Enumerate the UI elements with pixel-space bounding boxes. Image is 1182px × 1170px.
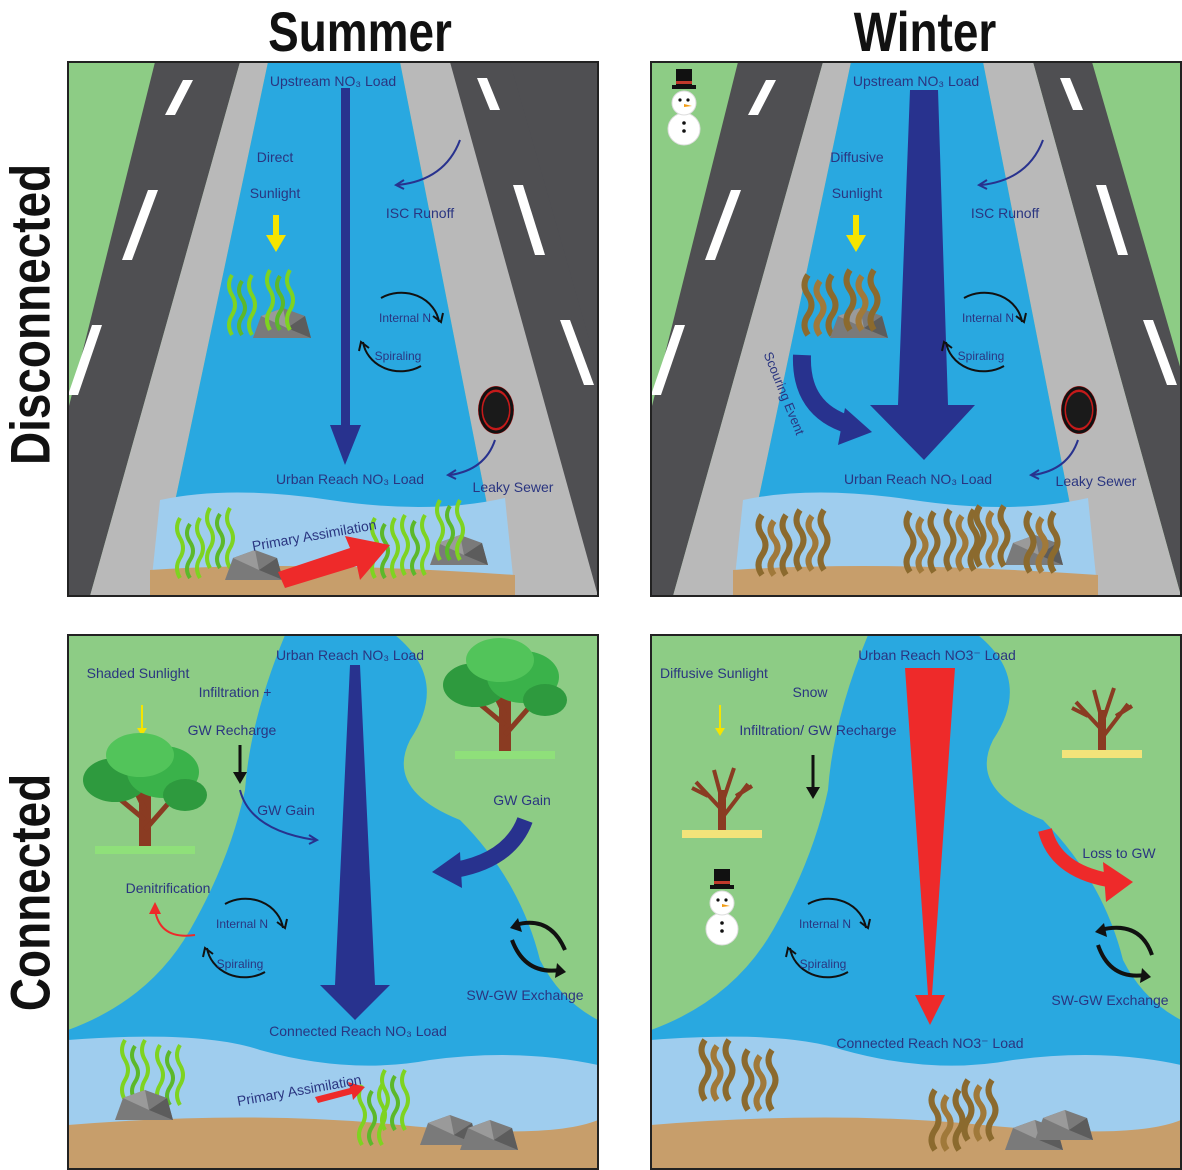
sc-spiral-label-1: Internal N	[216, 917, 268, 931]
panel-winter-disconnected: Upstream NO₃ Load Diffusive Sunlight ISC…	[650, 61, 1182, 597]
sc-exchange-label: SW-GW Exchange	[466, 987, 583, 1003]
wc-sunlight-label: Diffusive Sunlight	[660, 665, 768, 681]
wd-sunlight-label-1: Diffusive	[830, 149, 884, 165]
panel-summer-connected: Urban Reach NO₃ Load Shaded Sunlight Inf…	[67, 634, 599, 1170]
wd-spiral-label-1: Internal N	[962, 311, 1014, 325]
wd-upstream-label: Upstream NO₃ Load	[853, 73, 979, 89]
wc-top-load-label: Urban Reach NO3⁻ Load	[858, 647, 1016, 663]
summer-title: Summer	[268, 0, 452, 63]
panel-summer-disconnected: Upstream NO₃ Load Direct Sunlight ISC Ru…	[67, 61, 599, 597]
wc-spiral-label-2: Spiraling	[800, 957, 847, 971]
wc-bottom-load-label: Connected Reach NO3⁻ Load	[836, 1035, 1023, 1051]
wc-spiral-label-1: Internal N	[799, 917, 851, 931]
wd-sewer-label: Leaky Sewer	[1056, 473, 1137, 489]
sc-spiral-label-2: Spiraling	[217, 957, 264, 971]
sd-sewer-label: Leaky Sewer	[473, 479, 554, 495]
sd-upstream-label: Upstream NO₃ Load	[270, 73, 396, 89]
winter-title: Winter	[853, 0, 997, 63]
sc-top-load-label: Urban Reach NO₃ Load	[276, 647, 424, 663]
sc-gw-gain-left-label: GW Gain	[257, 802, 315, 818]
panel-winter-connected: Urban Reach NO3⁻ Load Diffusive Sunlight…	[650, 634, 1182, 1170]
wc-loss-label: Loss to GW	[1082, 845, 1156, 861]
sd-reach-load-label: Urban Reach NO₃ Load	[276, 471, 424, 487]
wd-spiral-label-2: Spiraling	[958, 349, 1005, 363]
sd-spiral-label-2: Spiraling	[375, 349, 422, 363]
wd-sunlight-label-2: Sunlight	[832, 185, 883, 201]
wd-reach-load-label: Urban Reach NO₃ Load	[844, 471, 992, 487]
wc-snow-label-2: Infiltration/ GW Recharge	[739, 722, 896, 738]
sd-sunlight-label-1: Direct	[257, 149, 294, 165]
sc-denitrification-label: Denitrification	[126, 880, 211, 896]
wc-exchange-label: SW-GW Exchange	[1051, 992, 1168, 1008]
sc-sunlight-label: Shaded Sunlight	[87, 665, 190, 681]
sc-infiltration-label-1: Infiltration +	[199, 684, 272, 700]
sc-infiltration-label-2: GW Recharge	[188, 722, 277, 738]
sd-sunlight-label-2: Sunlight	[250, 185, 301, 201]
wd-runoff-label: ISC Runoff	[971, 205, 1039, 221]
sd-spiral-label-1: Internal N	[379, 311, 431, 325]
sd-runoff-label: ISC Runoff	[386, 205, 454, 221]
wc-snow-label-1: Snow	[792, 684, 828, 700]
sc-bottom-load-label: Connected Reach NO₃ Load	[269, 1023, 447, 1039]
sc-gw-gain-right-label: GW Gain	[493, 792, 551, 808]
